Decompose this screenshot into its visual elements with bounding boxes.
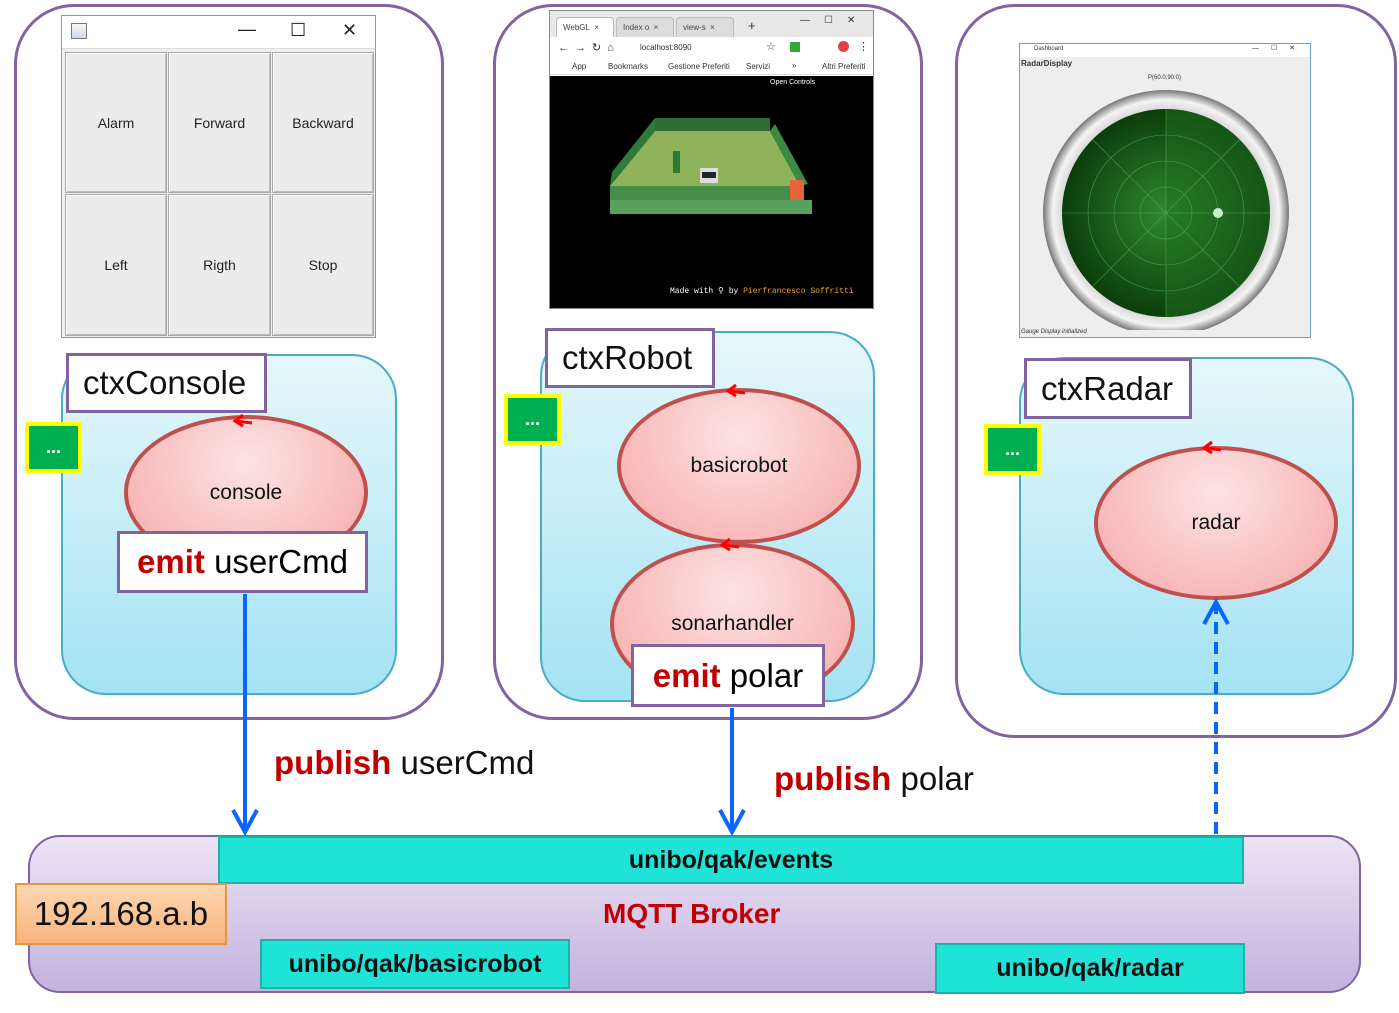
- basicrobot-actor: basicrobot: [617, 388, 861, 544]
- topic-basicrobot: unibo/qak/basicrobot: [260, 939, 570, 989]
- open-controls-link[interactable]: Open Controls: [770, 79, 816, 86]
- robot-publish-label: publish polar: [774, 760, 974, 797]
- tab-webgl[interactable]: WebGL ×: [556, 17, 614, 37]
- bookmark-bookmarks[interactable]: Bookmarks: [608, 62, 649, 71]
- address-bar[interactable]: localhost:8090: [640, 43, 692, 52]
- ctx-robot-label: ctxRobot: [545, 328, 715, 388]
- nav-icons[interactable]: ←→↻⌂: [558, 42, 620, 54]
- broker-name: MQTT Broker: [603, 898, 781, 929]
- bookmark-gestione[interactable]: Gestione Preferiti: [668, 62, 730, 71]
- tool-icon: ⚲: [718, 287, 724, 296]
- star-icon[interactable]: ☆: [766, 41, 776, 53]
- maximize-button[interactable]: ☐: [290, 20, 307, 40]
- radar-gauge: [1043, 90, 1289, 330]
- robot-more-badge: ...: [504, 394, 561, 445]
- close-button[interactable]: ✕: [342, 20, 358, 40]
- profile-icon[interactable]: [838, 41, 849, 52]
- webgl-scene[interactable]: Open Controls Made with ⚲ by Pierfrances…: [550, 76, 873, 308]
- broker-ip: 192.168.a.b: [15, 883, 227, 945]
- robot-publish-arrow: [718, 708, 746, 837]
- browser-toolbar: ←→↻⌂ localhost:8090 ☆ ⋮: [550, 37, 873, 59]
- radar-status: Gauge Display initialized: [1021, 329, 1087, 335]
- robot-emit-label: emit polar: [631, 644, 825, 707]
- radar-actor: radar: [1094, 446, 1338, 600]
- topic-radar: unibo/qak/radar: [935, 943, 1245, 994]
- topic-events: unibo/qak/events: [218, 836, 1244, 884]
- console-more-badge: ...: [25, 422, 82, 473]
- bookmarks-more[interactable]: »: [792, 61, 797, 70]
- console-emit-label: emit userCmd: [117, 531, 368, 593]
- minimize-button[interactable]: —: [238, 19, 256, 39]
- robot-arena-render: [610, 118, 812, 214]
- console-publish-label: publish userCmd: [274, 744, 535, 781]
- console-window: — ☐ ✕ Alarm Forward Backward Left Rigth …: [61, 15, 376, 338]
- new-tab-button[interactable]: +: [748, 18, 756, 33]
- left-button[interactable]: Left: [65, 194, 167, 336]
- radar-panel-title: RadarDisplay: [1021, 59, 1073, 68]
- java-icon: [71, 23, 87, 39]
- window-titlebar: — ☐ ✕: [62, 16, 375, 49]
- alarm-button[interactable]: Alarm: [65, 52, 167, 193]
- radar-window-controls[interactable]: —☐✕: [1252, 45, 1308, 52]
- right-button[interactable]: Rigth: [168, 194, 271, 336]
- ctx-console-label: ctxConsole: [66, 353, 267, 413]
- bookmark-app[interactable]: App: [572, 62, 587, 71]
- forward-button[interactable]: Forward: [168, 52, 271, 193]
- radar-more-badge: ...: [984, 424, 1041, 475]
- tab-index[interactable]: Index o ×: [616, 17, 674, 37]
- tab-view-source[interactable]: view-s ×: [676, 17, 734, 37]
- radar-window: Dashboard —☐✕ RadarDisplay P(60.0,90.0) …: [1019, 43, 1311, 338]
- radar-titlebar: Dashboard —☐✕: [1020, 44, 1310, 57]
- radar-window-title: Dashboard: [1034, 46, 1064, 52]
- backward-button[interactable]: Backward: [272, 52, 374, 193]
- extension-icon[interactable]: [790, 42, 800, 52]
- stop-button[interactable]: Stop: [272, 194, 374, 336]
- bookmark-servizi[interactable]: Servizi: [746, 62, 771, 71]
- window-controls[interactable]: —☐✕: [800, 15, 870, 26]
- browser-window: WebGL × Index o × view-s × + —☐✕ ←→↻⌂ lo…: [549, 10, 874, 309]
- bookmarks-bar: App Bookmarks Gestione Preferiti Servizi…: [550, 59, 873, 75]
- ctx-radar-label: ctxRadar: [1024, 358, 1192, 419]
- menu-icon[interactable]: ⋮: [858, 41, 869, 53]
- bookmark-altri[interactable]: Altri Preferiti: [822, 62, 866, 71]
- credits: Made with ⚲ by Pierfrancesco Soffritti: [670, 287, 854, 296]
- radar-reading: P(60.0,90.0): [1148, 75, 1182, 81]
